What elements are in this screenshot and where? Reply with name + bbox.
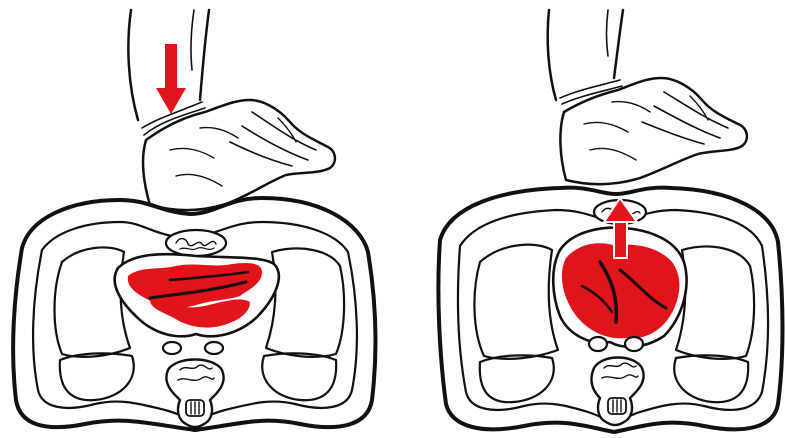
- chest-cross-section-left: [13, 198, 375, 430]
- sternum-left: [166, 230, 226, 256]
- gloved-hand-right: [560, 78, 747, 184]
- panel-release: [438, 10, 782, 432]
- arrow-down-icon: [156, 44, 186, 114]
- arm-right: [548, 10, 623, 104]
- chest-cross-section-right: [438, 188, 782, 432]
- gloved-hand-left: [143, 100, 335, 210]
- panel-compression: [13, 10, 375, 430]
